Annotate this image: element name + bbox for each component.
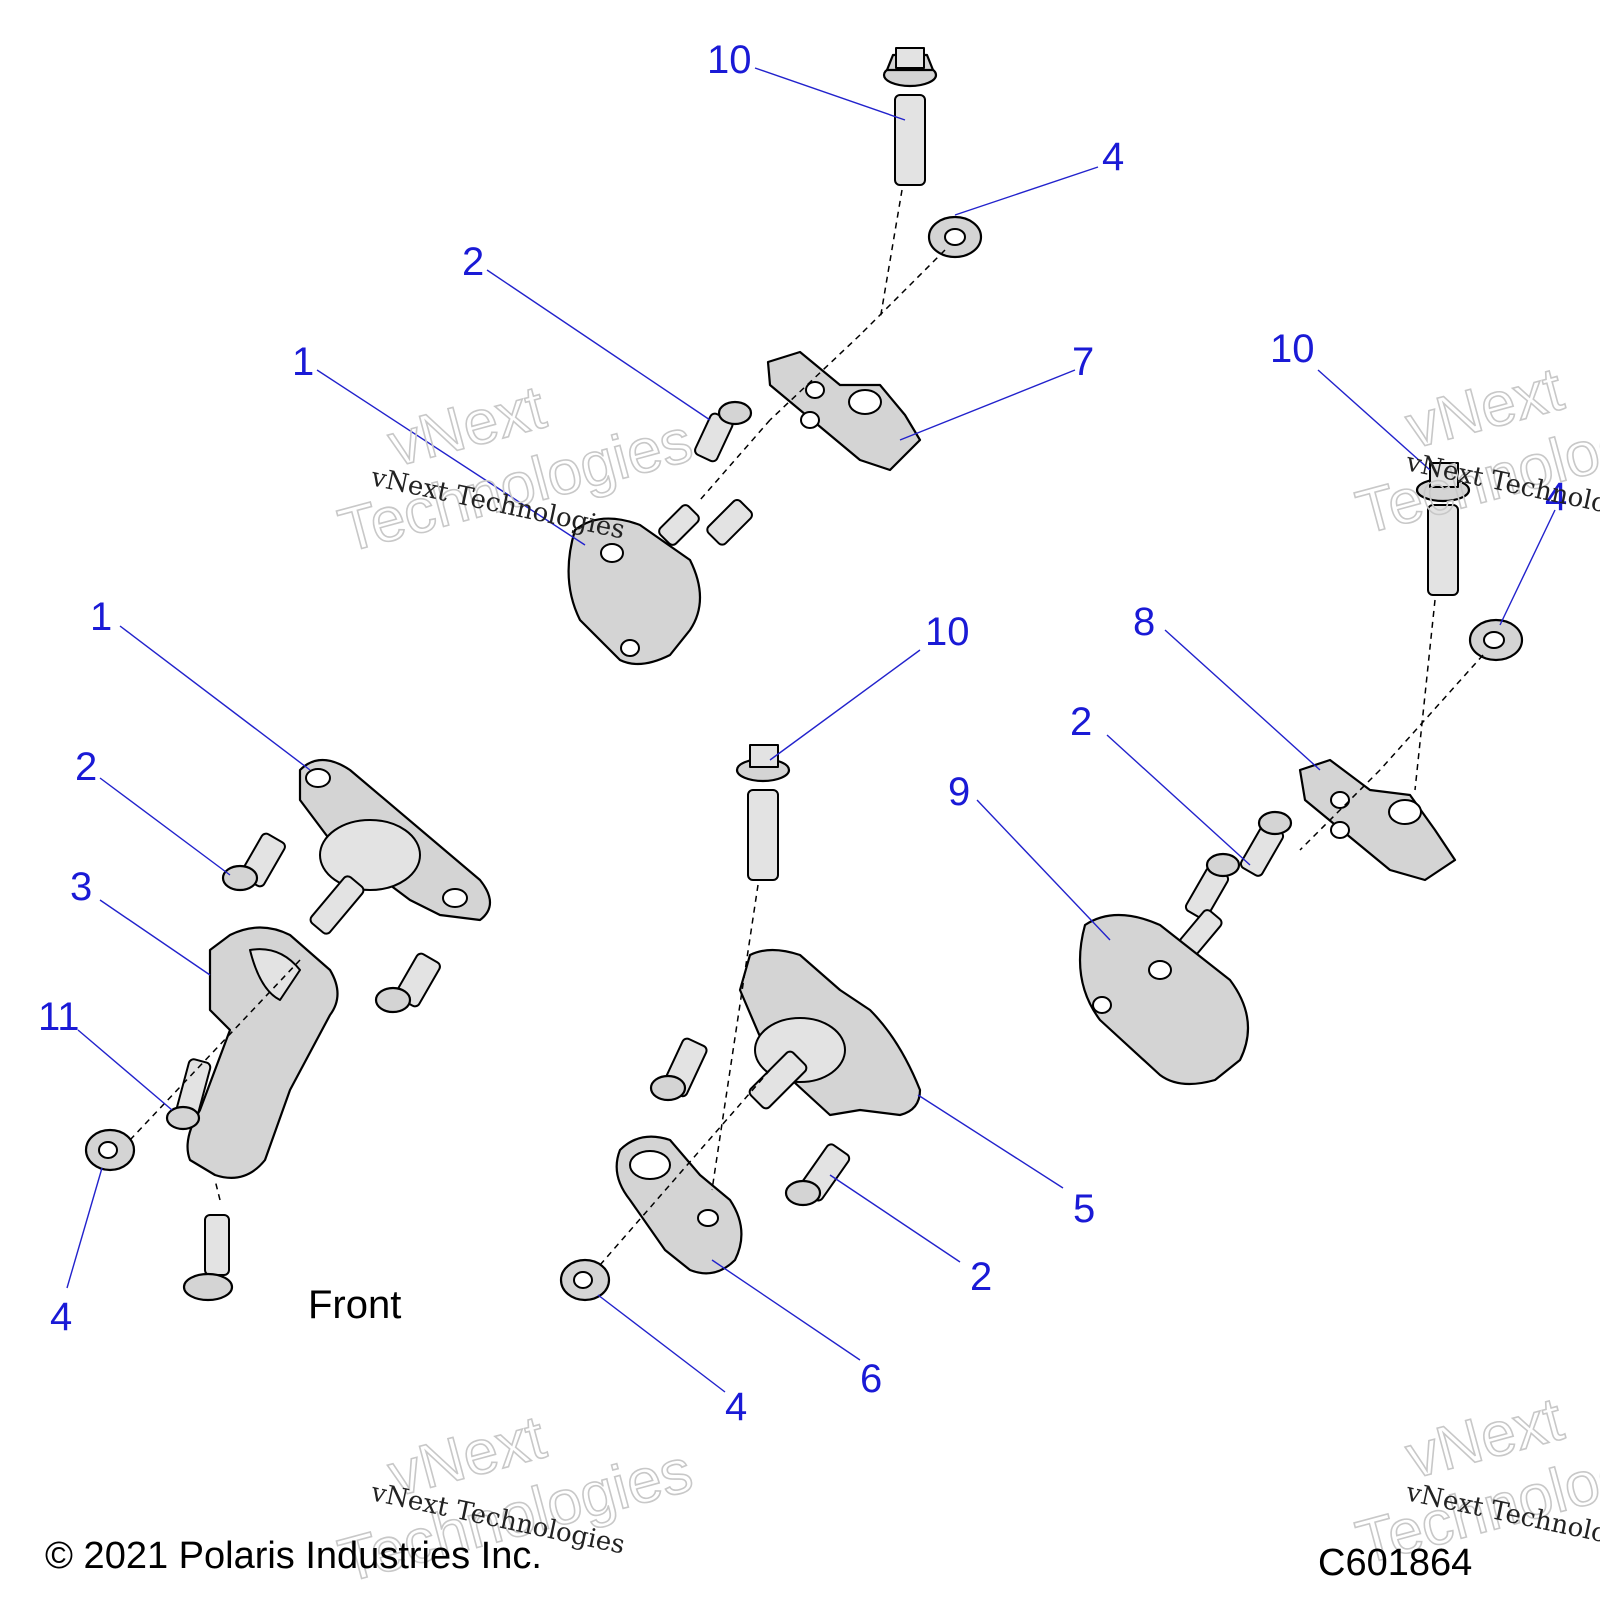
mount-plate-7 xyxy=(766,350,922,472)
assembly-right xyxy=(1078,462,1524,1086)
callout-8: 8 xyxy=(1133,600,1155,644)
callout-2-right: 2 xyxy=(1070,700,1092,744)
callout-3: 3 xyxy=(70,865,92,909)
rivet-center-b xyxy=(784,1143,851,1207)
callouts: 10 4 2 1 7 10 1 10 8 2 9 2 3 11 4 5 2 6 … xyxy=(38,38,1567,1429)
diagram-id: C601864 xyxy=(1318,1542,1472,1584)
callout-6: 6 xyxy=(860,1357,882,1401)
callout-2-top: 2 xyxy=(462,240,484,284)
copyright-notice: © 2021 Polaris Industries Inc. xyxy=(45,1535,542,1577)
flange-nut-top xyxy=(927,215,983,259)
isolator-top xyxy=(567,517,701,666)
assembly-left xyxy=(84,758,492,1302)
rivet-center-a xyxy=(649,1037,708,1102)
callout-10-top: 10 xyxy=(707,38,752,82)
bracket-6 xyxy=(615,1135,743,1275)
rivet-right xyxy=(1184,810,1293,920)
rivet-left-b xyxy=(374,952,441,1014)
callout-5: 5 xyxy=(1073,1187,1095,1231)
leader-lines xyxy=(66,67,1556,1393)
isolator-9 xyxy=(1078,913,1250,1086)
flange-nut-center xyxy=(559,1258,611,1302)
rivet-top xyxy=(694,400,753,463)
callout-4-right: 4 xyxy=(1545,475,1567,519)
callout-4-top: 4 xyxy=(1102,135,1124,179)
rivet-left-a xyxy=(221,832,286,892)
callout-9: 9 xyxy=(948,770,970,814)
callout-2-left: 2 xyxy=(75,745,97,789)
stud-11 xyxy=(165,1058,212,1131)
assembly-center xyxy=(559,744,922,1302)
callout-1-top: 1 xyxy=(292,340,314,384)
callout-2-center: 2 xyxy=(970,1255,992,1299)
front-label: Front xyxy=(308,1283,401,1327)
callout-7: 7 xyxy=(1072,340,1094,384)
callout-10-right: 10 xyxy=(1270,327,1315,371)
flange-bolt-right xyxy=(1415,462,1471,596)
callout-11: 11 xyxy=(38,995,80,1039)
rivet-left-bottom xyxy=(182,1214,234,1302)
flange-nut-left xyxy=(84,1128,136,1172)
flange-bolt-center xyxy=(735,744,791,881)
bracket-3 xyxy=(186,926,339,1179)
callout-4-center: 4 xyxy=(725,1385,747,1429)
callout-4-left: 4 xyxy=(50,1295,72,1339)
mount-plate-8 xyxy=(1298,758,1457,882)
callout-1-left: 1 xyxy=(90,595,112,639)
flange-bolt-top xyxy=(882,47,938,186)
assembly-top xyxy=(567,47,983,666)
flange-nut-right xyxy=(1468,618,1524,662)
callout-10-center: 10 xyxy=(925,610,970,654)
isolator-left xyxy=(298,758,492,922)
